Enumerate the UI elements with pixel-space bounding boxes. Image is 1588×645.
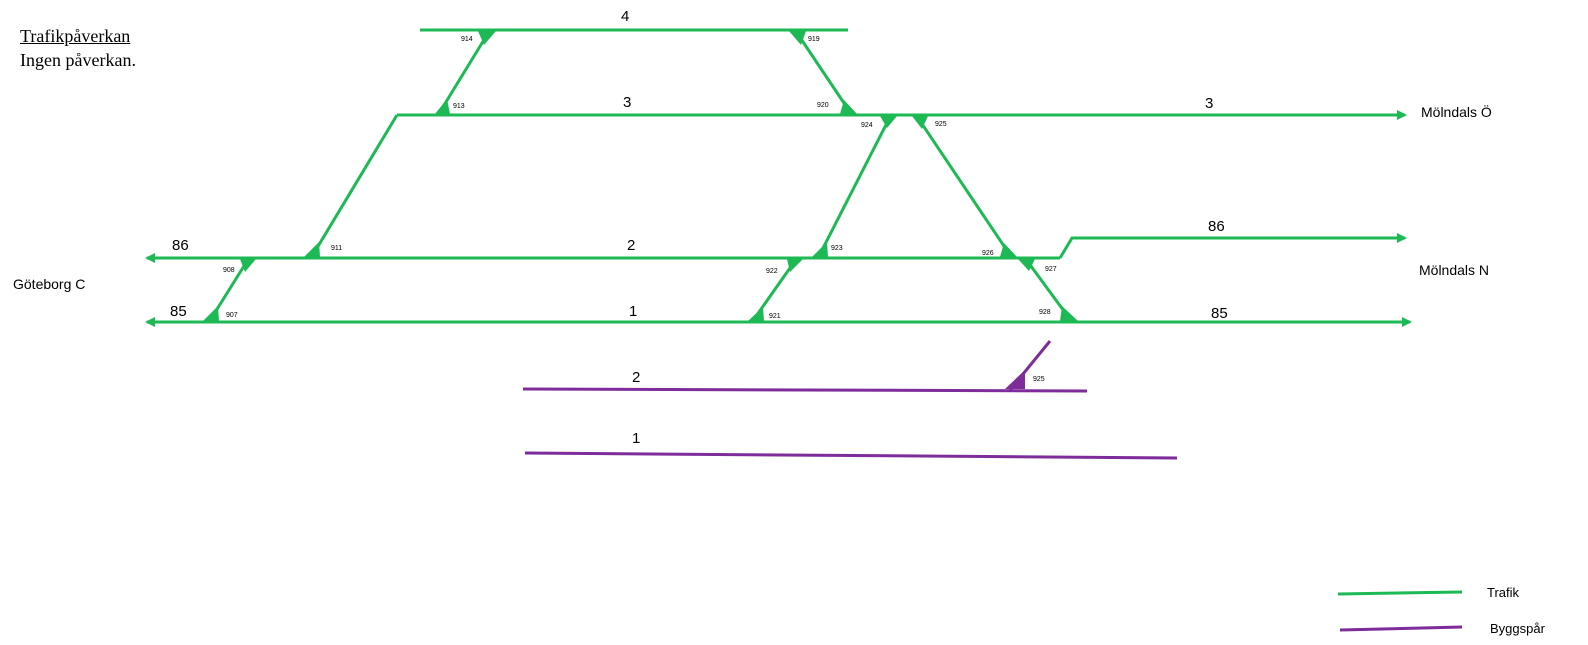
track-2-label: 2 — [627, 237, 635, 254]
track-85-east-label: 85 — [1211, 305, 1228, 322]
track-3-label: 3 — [623, 94, 631, 111]
track-1-label: 1 — [629, 303, 637, 320]
switch-924-label: 924 — [861, 122, 873, 129]
traffic-tracks — [145, 28, 1412, 327]
traffic-impact-text: Ingen påverkan. — [20, 50, 136, 70]
switch-913-marker — [435, 99, 450, 114]
switch-908-marker — [240, 259, 256, 272]
switch-929-label: 925 — [1033, 376, 1045, 383]
connection-919-920 — [793, 29, 854, 116]
construction-track-2-line — [522, 387, 1088, 393]
construction-track-2-label: 2 — [632, 369, 640, 386]
track-4-label: 4 — [621, 8, 629, 25]
switch-907-marker — [203, 306, 219, 321]
switch-921-label: 921 — [769, 313, 781, 320]
legend: Trafik Byggspår — [1337, 585, 1546, 636]
switch-908-label: 908 — [223, 267, 235, 274]
track-86-east-label: 86 — [1208, 218, 1225, 235]
switch-921-marker — [748, 307, 764, 321]
switch-927-label: 927 — [1045, 266, 1057, 273]
track-86-west-label: 86 — [172, 237, 189, 254]
track-86-east-line — [1058, 233, 1407, 259]
connection-911-3 — [309, 114, 399, 259]
switch-920-label: 920 — [817, 102, 829, 109]
connection-925-926 — [914, 114, 1014, 259]
legend-traffic-swatch — [1337, 590, 1463, 596]
construction-track-1-line — [524, 451, 1178, 460]
switch-926-label: 926 — [982, 250, 994, 257]
switch-911-marker — [304, 242, 320, 257]
switch-925-label: 925 — [935, 121, 947, 128]
traffic-impact-info: Trafikpåverkan Ingen påverkan. — [20, 24, 136, 72]
station-goteborg-c: Göteborg C — [13, 276, 85, 292]
switch-928-label: 928 — [1039, 309, 1051, 316]
switch-925-marker — [912, 116, 928, 129]
switch-923-label: 923 — [831, 245, 843, 252]
switch-920-marker — [840, 100, 857, 114]
switch-924-marker — [880, 116, 897, 128]
construction-track-1-label: 1 — [632, 430, 640, 447]
connection-924-923 — [816, 114, 893, 259]
station-molndals-o: Mölndals Ö — [1421, 103, 1492, 120]
station-molndals-n: Mölndals N — [1419, 262, 1489, 278]
legend-construction-swatch — [1339, 625, 1463, 632]
switch-919-marker — [789, 31, 806, 45]
switch-929-marker — [1005, 370, 1025, 389]
legend-construction-label: Byggspår — [1490, 621, 1546, 636]
traffic-impact-title: Trafikpåverkan — [20, 26, 131, 46]
switch-922-marker — [787, 259, 803, 272]
switch-928-marker — [1060, 306, 1078, 321]
track-3-east-label: 3 — [1205, 95, 1213, 112]
switch-911-label: 911 — [331, 245, 342, 252]
track-85-west-label: 85 — [170, 303, 187, 320]
switch-926-marker — [1000, 243, 1017, 257]
switch-923-marker — [812, 242, 828, 257]
switch-919-label: 919 — [808, 36, 820, 43]
switch-907-label: 907 — [226, 312, 238, 319]
legend-traffic-label: Trafik — [1487, 585, 1520, 600]
switch-markers — [203, 31, 1078, 321]
switch-914-marker — [478, 31, 496, 45]
construction-tracks — [522, 340, 1178, 460]
switch-927-marker — [1018, 259, 1035, 271]
switch-914-label: 914 — [461, 36, 473, 43]
switch-913-label: 913 — [453, 103, 465, 110]
switch-922-label: 922 — [766, 268, 778, 275]
